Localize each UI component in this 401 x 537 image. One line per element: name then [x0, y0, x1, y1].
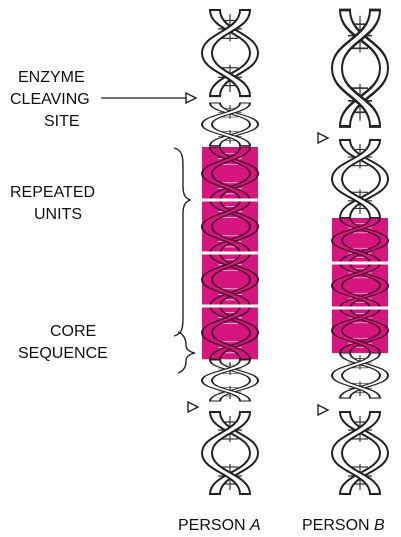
- dna-strand-person-a: [200, 8, 260, 495]
- repeated-units-brace: [173, 147, 192, 337]
- repeated-units-b: [331, 217, 389, 355]
- label-enzyme-line2: CLEAVING: [10, 91, 90, 108]
- label-person-a: PERSON A: [178, 517, 261, 534]
- label-enzyme-line3: SITE: [44, 113, 80, 130]
- label-repeated-line1: REPEATED: [10, 184, 95, 201]
- cleaving-site-marker-b1: [317, 131, 330, 145]
- repeated-units-a: [201, 146, 259, 361]
- core-sequence-brace: [177, 331, 196, 374]
- label-core-line1: CORE: [50, 323, 96, 340]
- label-core-line2: SEQUENCE: [18, 345, 108, 362]
- cleaving-site-marker-a2: [187, 400, 200, 414]
- cleaving-site-marker-a1: [185, 91, 198, 105]
- label-person-b: PERSON B: [302, 517, 385, 534]
- dna-strand-person-b: [330, 8, 390, 495]
- label-repeated-line2: UNITS: [34, 206, 82, 223]
- cleaving-site-marker-b2: [317, 403, 330, 417]
- label-enzyme-line1: ENZYME: [18, 69, 85, 86]
